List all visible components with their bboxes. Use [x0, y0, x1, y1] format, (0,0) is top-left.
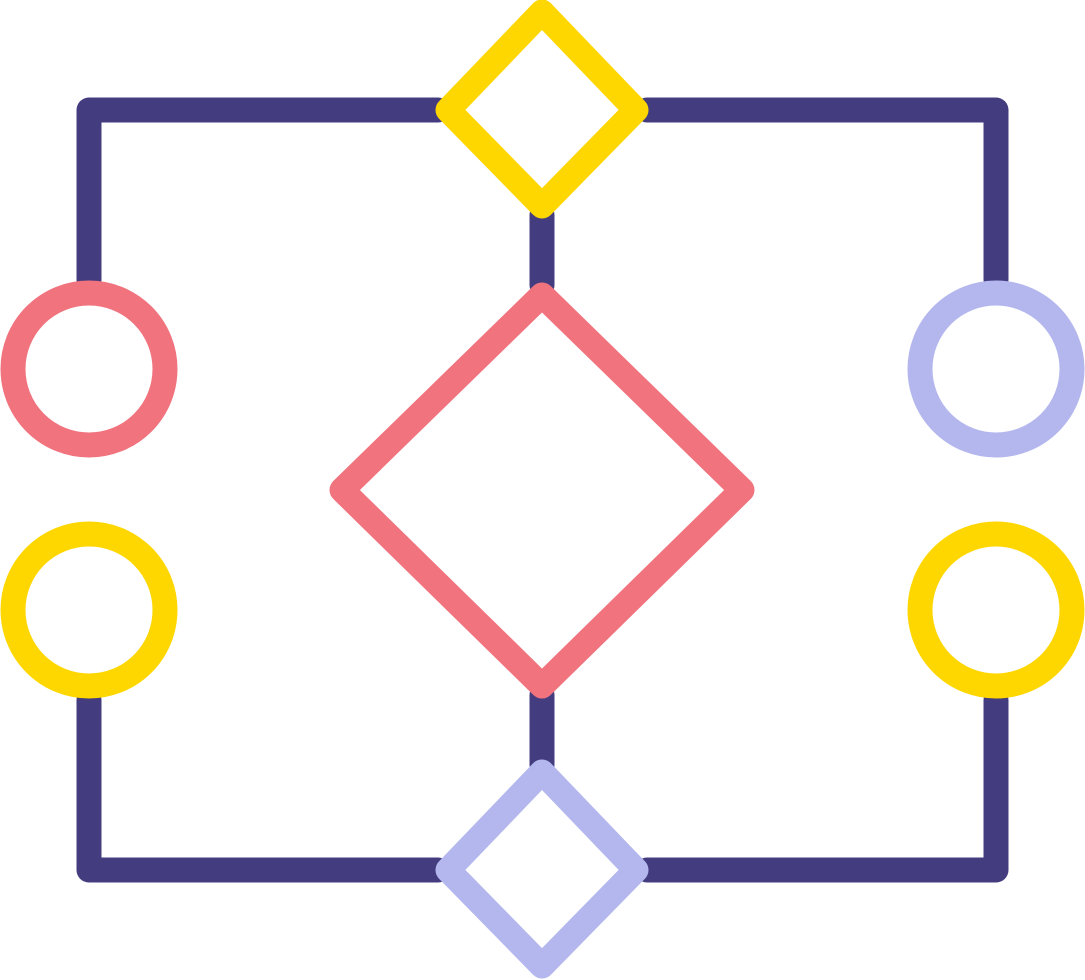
right-upper-node-circle — [907, 280, 1085, 458]
frame-bottom-left-line — [76, 687, 451, 883]
frame-top-right-line — [634, 97, 1009, 293]
right-lower-node-circle — [907, 521, 1085, 699]
frame-bottom-right-line — [634, 687, 1009, 883]
frame-top-left-line — [76, 97, 451, 293]
left-lower-node-circle — [0, 521, 178, 699]
center-decision-diamond — [329, 282, 755, 699]
top-decision-diamond — [435, 0, 649, 219]
left-upper-node-circle — [0, 280, 178, 458]
bottom-decision-diamond — [435, 759, 649, 979]
